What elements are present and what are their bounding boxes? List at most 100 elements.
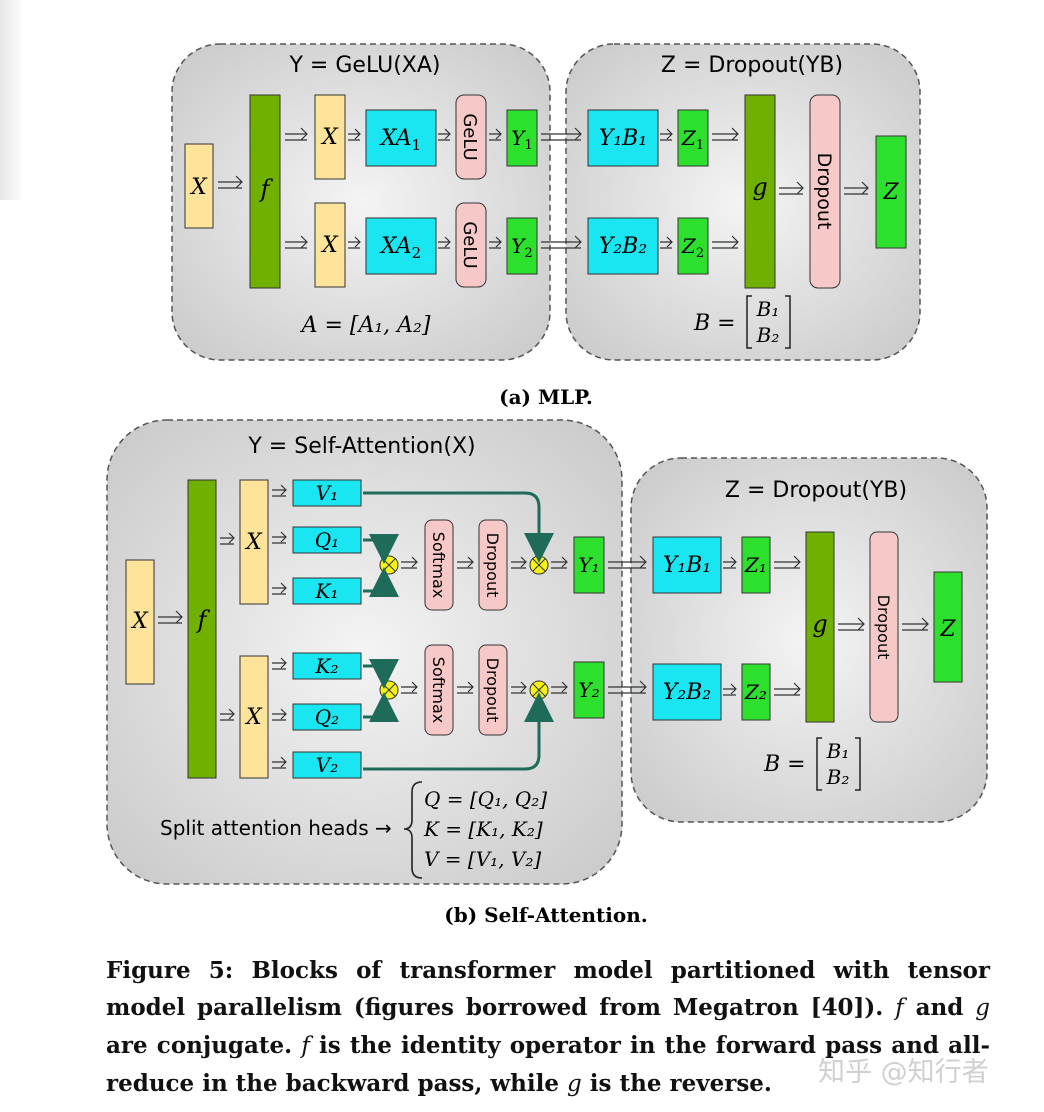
attn-dropout-top-label: Dropout: [483, 533, 502, 598]
mlp-g-box: [744, 94, 776, 289]
attn-b2: B₂: [826, 765, 850, 789]
attn-b-eq-lhs: B =: [763, 752, 806, 777]
attn-dropout-label: Dropout: [874, 595, 893, 660]
arrow-otimes-y1: [551, 556, 568, 569]
attn-otimes-qk-top: [379, 555, 399, 575]
attn-k2-box: [292, 652, 362, 680]
mlp-dropout-box: [809, 94, 841, 289]
caption-f: f: [895, 995, 904, 1021]
attn-softmax-top-label: Softmax: [429, 532, 448, 598]
arrow-attn-f-xtop: [220, 532, 235, 545]
attn-b-bracket-left: [816, 737, 822, 791]
caption-f2: f: [301, 1033, 310, 1059]
arrow-otimes-softmax-bottom: [401, 681, 418, 694]
arrow-softmax-dropout-top: [457, 556, 474, 569]
attn-q-equation: Q = [Q₁, Q₂]: [424, 787, 547, 811]
mlp-b-eq-lhs: B =: [693, 311, 736, 336]
attn-softmax-top-box: [424, 519, 454, 611]
mlp-xa2-box: [365, 217, 437, 275]
attn-k1-label: K₁: [315, 579, 339, 603]
attn-hollow-arrows: [158, 484, 929, 769]
attn-v2-box: [292, 751, 362, 779]
attn-v1-box: [292, 479, 362, 507]
arrow-mlp-y2b2-z2: [660, 236, 673, 249]
attn-left-title: Y = Self-Attention(X): [247, 434, 475, 459]
mlp-right-panel: [565, 43, 921, 361]
mlp-z2-box: [677, 217, 709, 275]
attn-input-x-label: X: [130, 609, 149, 634]
caption-and: and: [915, 994, 964, 1021]
attn-z2-box: [741, 663, 771, 721]
caption-identity: is the identity operator in the forward …: [106, 1032, 990, 1097]
mlp-xa1-box: [365, 109, 437, 167]
mlp-input-x-label: X: [189, 175, 208, 200]
arrow-mlp-dropout-z: [844, 181, 869, 195]
mlp-xa2-label: XA2: [379, 234, 421, 262]
mlp-b2: B₂: [756, 323, 780, 347]
mlp-f-box: [249, 94, 281, 289]
watermark: 知乎 @知行者: [818, 1057, 989, 1088]
arrow-mlp-x-f: [218, 175, 243, 189]
attn-g-label: g: [812, 610, 827, 638]
attn-softmax-bottom-box: [424, 644, 454, 736]
arrow-mlp-x1-xa1: [348, 128, 361, 141]
attn-softmax-bottom-label: Softmax: [429, 657, 448, 723]
arrow-mlp-f-x1: [285, 127, 308, 141]
arrow-q2-to-otimes: [363, 692, 399, 723]
arrow-z2-g: [774, 682, 801, 696]
attn-z1-box: [741, 536, 771, 594]
mlp-x-bottom-box: [314, 202, 346, 288]
arrow-otimes-y2: [551, 681, 568, 694]
arrow-attn-f-xbottom: [220, 708, 235, 721]
caption-conj: are conjugate.: [106, 1032, 293, 1059]
attn-b1: B₁: [826, 739, 850, 763]
arrow-mlp-z1-g: [712, 127, 739, 141]
attn-right-title: Z = Dropout(YB): [725, 478, 907, 503]
arrow-mlp-f-x2: [285, 235, 308, 249]
arrow-y1b1-z1: [723, 556, 737, 569]
attn-y2b2-box: [652, 663, 722, 721]
mlp-dropout-label: Dropout: [813, 153, 835, 230]
arrow-attn-x-k2: [272, 657, 287, 670]
arrow-mlp-xa2-gelu: [438, 236, 451, 249]
attn-v-equation: V = [V₁, V₂]: [424, 847, 541, 871]
arrow-attn-x-k1: [272, 582, 287, 595]
attn-k1-box: [292, 577, 362, 605]
attn-otimes-qk-bottom: [379, 680, 399, 700]
arrow-z1-g: [774, 555, 801, 569]
mlp-x-bottom-label: X: [320, 233, 339, 258]
attn-dropout-bottom-label: Dropout: [483, 658, 502, 723]
mlp-input-x-box: [184, 143, 214, 229]
arrow-attn-x-v1: [272, 484, 287, 497]
attn-input-x-box: [125, 559, 155, 685]
attn-y1-label: Y₁: [578, 553, 599, 577]
attn-z1-label: Z₁: [744, 553, 767, 577]
attn-k2-label: K₂: [315, 654, 339, 678]
mlp-g-label: g: [752, 173, 767, 201]
attn-k-equation: K = [K₁, K₂]: [423, 817, 543, 841]
arrow-otimes-softmax-top: [401, 556, 418, 569]
attn-y2-box: [573, 661, 605, 719]
arrow-y2-y2b2: [608, 680, 647, 694]
arrow-dropout-z: [902, 617, 929, 631]
attn-y1b1-label: Y₁B₁: [663, 553, 711, 578]
arrow-attn-x-f: [158, 610, 183, 624]
mlp-gelu-top-box: [455, 94, 487, 180]
arrow-v2-to-otimes: [363, 692, 554, 771]
arrow-k1-to-otimes: [363, 567, 399, 598]
arrow-v1-to-otimes: [363, 491, 554, 563]
attn-z2-label: Z₂: [744, 680, 767, 704]
attn-y1-box: [573, 536, 605, 594]
arrow-mlp-y1-y1b1: [541, 127, 582, 141]
mlp-z-box: [875, 135, 907, 249]
arrow-y1-y1b1: [608, 555, 647, 569]
mlp-b-bracket-left: [746, 295, 752, 349]
attn-left-panel: [106, 419, 623, 885]
mlp-x-top-label: X: [320, 125, 339, 150]
arrow-dropout-otimes-top: [511, 556, 527, 569]
mlp-z-label: Z: [882, 180, 899, 205]
attn-dropout-top-box: [478, 519, 508, 611]
arrow-mlp-xa1-gelu: [438, 128, 451, 141]
mlp-gelu-top-label: GeLU: [459, 113, 480, 160]
arrow-g-dropout: [838, 617, 865, 631]
